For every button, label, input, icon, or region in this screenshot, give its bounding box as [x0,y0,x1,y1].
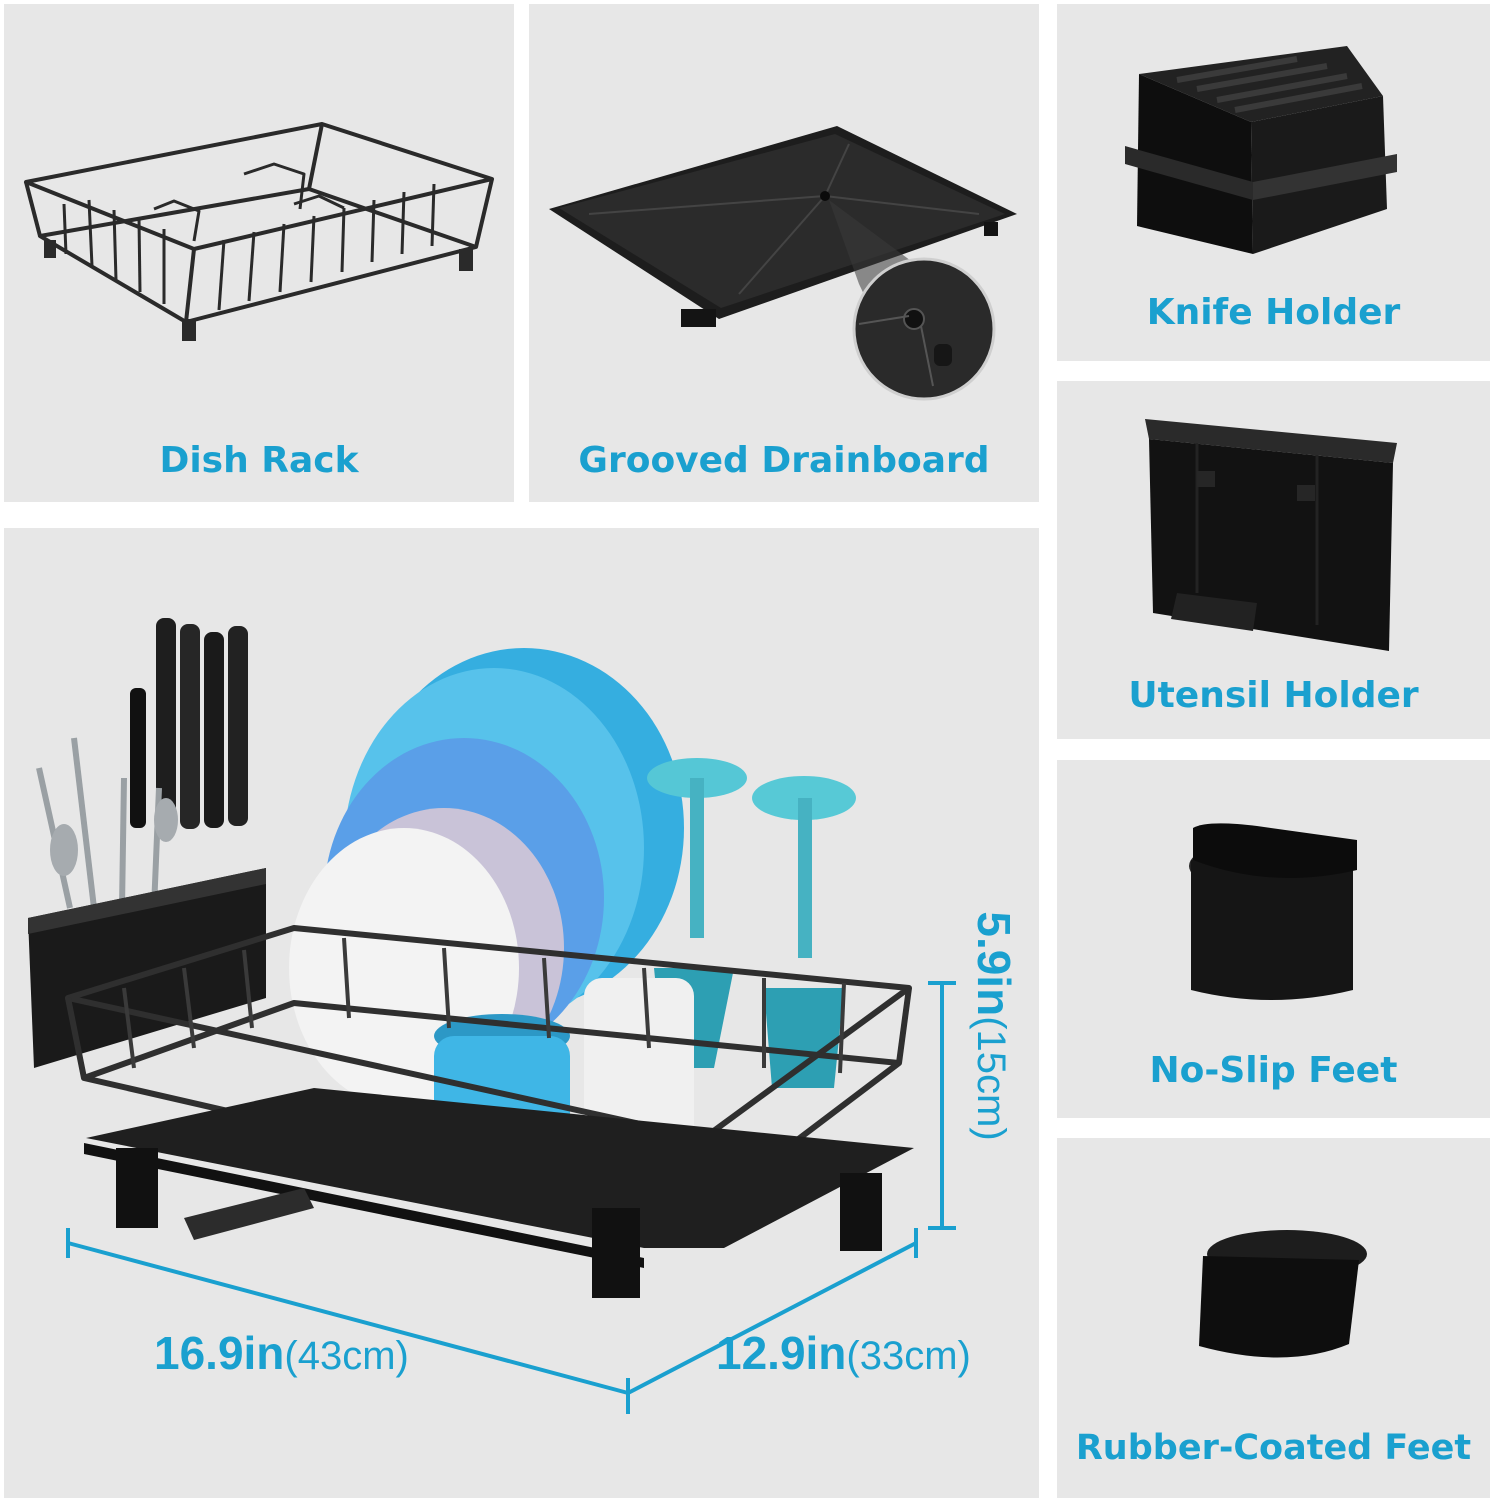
rubber-feet-label: Rubber-Coated Feet [1075,1428,1472,1468]
height-metric: (15cm) [969,1016,1013,1141]
drainboard-illustration [549,126,1017,401]
width-dimension: 12.9in(33cm) [716,1326,971,1380]
length-dimension: 16.9in(43cm) [154,1326,409,1380]
width-value: 12.9in [716,1327,847,1379]
panel-main-product: 16.9in(43cm) 12.9in(33cm) 5.9in(15cm) [4,528,1039,1498]
height-dimension: 5.9in(15cm) [967,911,1021,1140]
assembled-rack-illustration [28,618,956,1414]
height-value: 5.9in [968,911,1020,1017]
drainboard-label: Grooved Drainboard [578,440,990,481]
rubber-foot-illustration [1199,1230,1367,1358]
panel-rubber-feet: Rubber-Coated Feet [1057,1138,1490,1498]
panel-drainboard: Grooved Drainboard [529,4,1039,502]
panel-dish-rack: Dish Rack [4,4,514,502]
knife-holder-illustration [1125,46,1397,254]
length-metric: (43cm) [284,1334,409,1378]
dish-rack-illustration [24,122,494,341]
no-slip-feet-label: No-Slip Feet [1149,1050,1398,1091]
panel-knife-holder: Knife Holder [1057,4,1490,361]
panel-no-slip-feet: No-Slip Feet [1057,760,1490,1118]
utensil-holder-label: Utensil Holder [1128,675,1419,716]
width-metric: (33cm) [846,1334,971,1378]
knife-set-icon [130,618,248,829]
dish-rack-label: Dish Rack [159,440,359,481]
no-slip-foot-illustration [1189,823,1357,1000]
utensil-holder-illustration [1145,419,1397,651]
length-value: 16.9in [154,1327,285,1379]
panel-utensil-holder: Utensil Holder [1057,381,1490,739]
knife-holder-label: Knife Holder [1146,292,1401,333]
wine-glass-icon [752,776,856,1088]
